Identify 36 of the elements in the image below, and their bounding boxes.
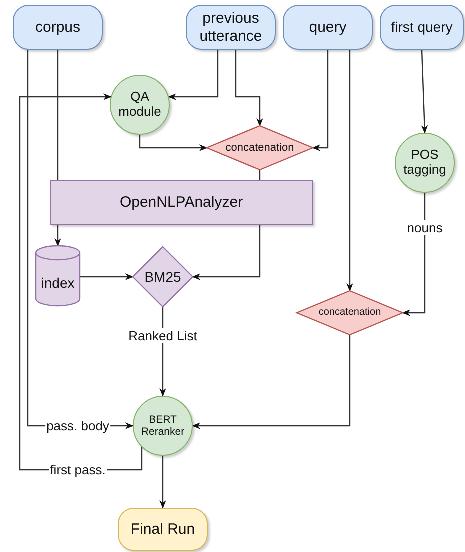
node-label: BM25 (144, 268, 182, 286)
edge-label: nouns (406, 220, 444, 236)
arrow (54, 225, 62, 247)
arrow (139, 135, 208, 152)
node-label: corpus (35, 18, 81, 36)
node-label: BERT Reranker (140, 414, 186, 438)
edge-label: pass. body (46, 418, 110, 434)
node-label: Final Run (130, 520, 196, 538)
arrow (192, 225, 261, 280)
arrow (160, 456, 166, 509)
node-label: index (41, 274, 75, 292)
input-box (380, 5, 464, 50)
node-label: OpenNLPAnalyzer (120, 194, 244, 212)
node-label: first query (391, 19, 453, 36)
node-label: concatenation (226, 142, 294, 154)
input-box (13, 5, 103, 50)
arrow (80, 274, 134, 280)
arrow (421, 50, 428, 134)
arrow (168, 50, 219, 100)
input-box (283, 5, 373, 50)
node-label: query (309, 18, 347, 36)
arrow (402, 193, 426, 316)
arrow (346, 50, 354, 292)
arrow (235, 50, 264, 127)
arrow (19, 94, 143, 471)
input-box (186, 5, 276, 50)
node-label: previous utterance (198, 10, 264, 45)
node-label: QA module (118, 90, 162, 120)
arrow (312, 50, 329, 152)
edge-label: first pass. (49, 462, 107, 478)
arrow (192, 335, 351, 430)
node-label: POS tagging (402, 148, 448, 178)
terminal-box (118, 508, 208, 551)
node-label: concatenation (318, 307, 382, 319)
process-box (50, 180, 313, 225)
edge-label: Ranked List (128, 328, 198, 344)
